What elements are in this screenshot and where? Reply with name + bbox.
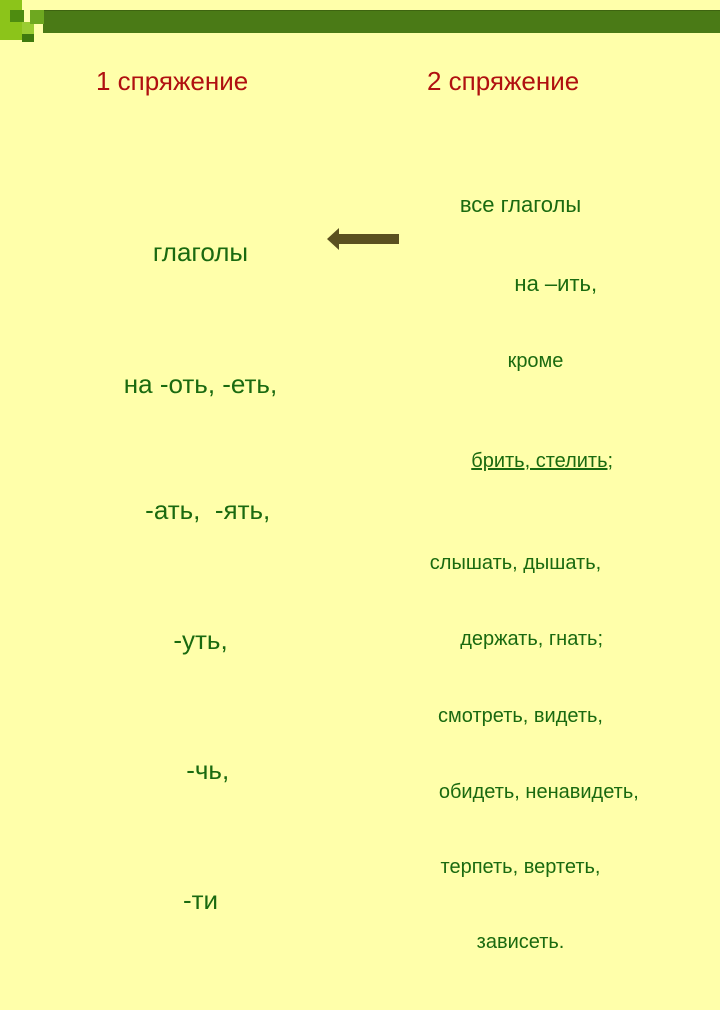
line: глаголы [152, 237, 249, 267]
line: на –ить, [483, 271, 598, 296]
arrow-left-icon [327, 228, 399, 250]
header-first-conjugation: 1 спряжение [96, 66, 249, 96]
line: зависеть. [476, 931, 565, 953]
line: все глаголы [459, 192, 582, 217]
slide: 1 спряжение 2 спряжение глаголы на -оть,… [0, 0, 720, 953]
decor-square [10, 10, 24, 22]
first-conjugation-text: глаголы на -оть, -еть, -ать, -ять, -уть,… [88, 142, 313, 1010]
line: -ать, -ять, [130, 495, 271, 525]
decor-square [22, 22, 34, 34]
line: слышать, дышать, [429, 552, 602, 574]
line: держать, гнать; [437, 628, 604, 650]
decor-square [22, 34, 34, 42]
second-conjugation-text: все глаголы на –ить, кроме брить, стелит… [398, 141, 683, 1005]
line: -уть, [173, 625, 228, 655]
line: обидеть, ненавидеть, [422, 781, 639, 803]
line: на -оть, -еть, [123, 369, 278, 399]
exception-words: брить, стелить [471, 450, 608, 472]
line: смотреть, видеть, [438, 705, 603, 727]
line: брить, стелить; [471, 450, 614, 472]
line: терпеть, вертеть, [440, 856, 601, 878]
line: кроме [507, 350, 564, 372]
line: -чь, [171, 755, 230, 785]
line: -ти [182, 885, 219, 915]
title-bar-decoration [43, 10, 720, 33]
header-second-conjugation: 2 спряжение [427, 66, 580, 96]
decor-square [30, 10, 44, 24]
